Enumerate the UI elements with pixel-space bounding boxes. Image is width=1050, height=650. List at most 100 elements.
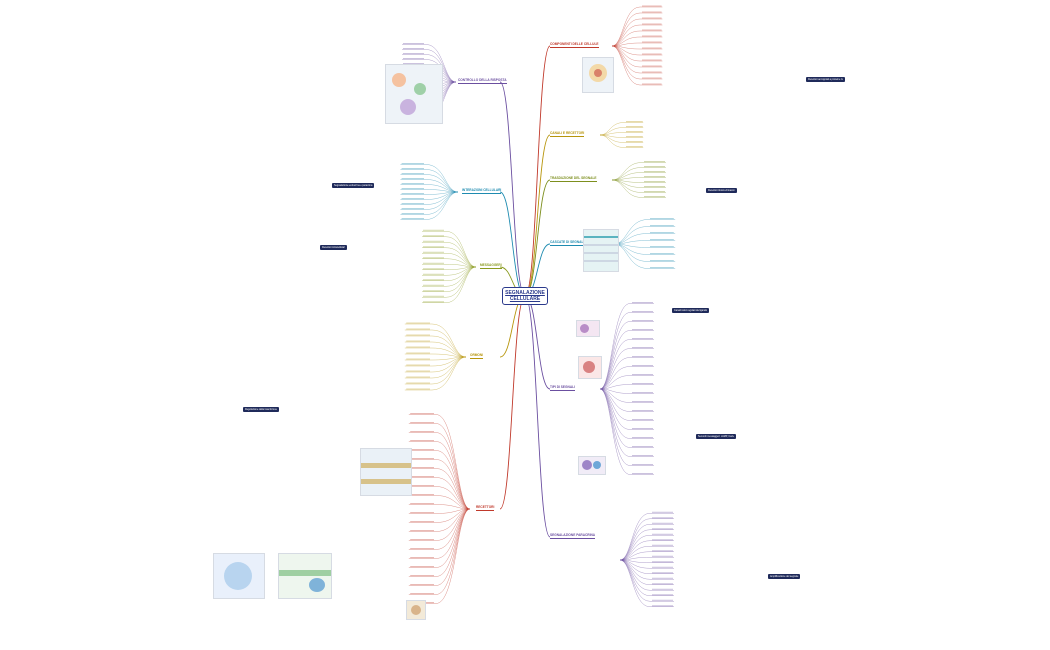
leaf-text-placeholder — [406, 370, 430, 372]
leaf-text-placeholder — [650, 260, 674, 262]
leaf-text-placeholder — [642, 77, 662, 79]
leaf-text-placeholder — [403, 53, 424, 55]
central-topic[interactable]: SEGNALAZIONE CELLULARE — [502, 287, 548, 305]
leaf-text-placeholder — [652, 583, 673, 585]
branch-recettori[interactable]: RECETTORI — [476, 505, 495, 511]
leaf-text-placeholder — [423, 262, 444, 264]
sub-connector — [599, 134, 644, 143]
leaf-text-placeholder — [423, 301, 444, 303]
leaf-text-placeholder — [652, 550, 673, 552]
leaf-text-placeholder — [423, 268, 444, 270]
leaf-text-placeholder — [410, 476, 434, 478]
leaf-text-placeholder — [410, 467, 434, 469]
sub-connector — [611, 179, 666, 183]
leaf-text-placeholder — [642, 59, 662, 61]
leaf-text-placeholder — [642, 41, 662, 43]
sub-connector — [619, 557, 674, 561]
leaf-text-placeholder — [644, 176, 665, 178]
leaf-text-placeholder — [652, 539, 673, 541]
note-endocrine: Segnalazione endocrina e paracrina — [332, 183, 375, 188]
leaf-text-placeholder — [626, 141, 643, 143]
sub-connector — [408, 423, 471, 510]
sub-connector — [404, 329, 467, 358]
sub-connector — [613, 243, 676, 255]
leaf-text-placeholder — [652, 561, 673, 563]
sub-connector — [408, 508, 471, 514]
cell-diagram-image — [582, 57, 614, 93]
branch-componenti[interactable]: COMPONENTI DELLE CELLULE — [550, 42, 599, 48]
connector-11 — [499, 295, 526, 510]
sub-connector — [408, 486, 471, 510]
leaf-text-placeholder — [642, 23, 662, 25]
leaf-text-placeholder — [626, 126, 643, 128]
leaf-text-placeholder — [406, 364, 430, 366]
leaf-text-placeholder — [423, 240, 444, 242]
leaf-text-placeholder — [632, 419, 653, 421]
sub-connector — [404, 341, 467, 358]
leaf-text-placeholder — [632, 383, 653, 385]
sub-connector — [422, 236, 477, 268]
leaf-text-placeholder — [632, 455, 653, 457]
branch-ormoni[interactable]: ORMONI — [470, 353, 484, 359]
branch-trasduzione[interactable]: TRASDUZIONE DEL SEGNALE — [550, 176, 597, 182]
branch-canali-recettori[interactable]: CANALI E RECETTORI — [550, 131, 585, 137]
branch-messaggeri[interactable]: MESSAGGERI — [480, 263, 502, 269]
leaf-text-placeholder — [410, 548, 434, 550]
signal-type-image-3 — [578, 456, 606, 475]
leaf-text-placeholder — [401, 213, 424, 215]
sub-connector — [611, 45, 663, 50]
leaf-text-placeholder — [632, 464, 653, 466]
sub-connector — [611, 179, 666, 198]
leaf-text-placeholder — [410, 449, 434, 451]
leaf-text-placeholder — [642, 29, 662, 31]
branch-controllo[interactable]: CONTROLLO DELLA RISPOSTA — [458, 78, 507, 84]
leaf-text-placeholder — [401, 168, 424, 170]
leaf-text-placeholder — [626, 121, 643, 123]
sub-connector — [611, 18, 663, 47]
leaf-text-placeholder — [410, 440, 434, 442]
branch-paracrina[interactable]: SEGNALAZIONE PARACRINA — [550, 533, 596, 539]
leaf-text-placeholder — [423, 235, 444, 237]
leaf-text-placeholder — [423, 284, 444, 286]
sub-connector — [408, 459, 471, 510]
branch-tipi-segnali[interactable]: TIPI DI SEGNALI — [550, 385, 575, 391]
sub-connector — [404, 356, 467, 361]
leaf-text-placeholder — [406, 340, 430, 342]
sub-connector — [613, 233, 676, 245]
leaf-text-placeholder — [410, 494, 434, 496]
sub-connector — [400, 191, 459, 200]
leaf-text-placeholder — [406, 334, 430, 336]
leaf-text-placeholder — [423, 251, 444, 253]
leaf-text-placeholder — [632, 365, 653, 367]
sub-connector — [599, 388, 654, 448]
leaf-text-placeholder — [632, 347, 653, 349]
leaf-text-placeholder — [642, 65, 662, 67]
leaf-text-placeholder — [401, 198, 424, 200]
branch-cascate[interactable]: CASCATE DI SEGNALE — [550, 240, 586, 246]
note-tyrosine-kinase: Recettori tirosin-chinasici — [706, 188, 737, 193]
leaf-text-placeholder — [410, 584, 434, 586]
connector-6 — [524, 295, 551, 538]
sub-connector — [599, 132, 644, 136]
sub-connector — [619, 551, 674, 561]
connector-1 — [524, 45, 551, 297]
leaf-text-placeholder — [632, 311, 653, 313]
leaf-text-placeholder — [403, 43, 424, 45]
sub-connector — [599, 348, 654, 390]
leaf-text-placeholder — [650, 218, 674, 220]
leaf-text-placeholder — [626, 136, 643, 138]
leaf-text-placeholder — [401, 203, 424, 205]
sub-connector — [611, 167, 666, 181]
branch-interazioni[interactable]: INTERAZIONI CELLULARI — [462, 188, 502, 194]
leaf-text-placeholder — [632, 374, 653, 376]
sub-connector — [599, 330, 654, 390]
sub-connector — [408, 508, 471, 550]
leaf-text-placeholder — [403, 48, 424, 50]
note-transcription: Regolazione della trascrizione — [243, 407, 279, 412]
leaf-text-placeholder — [401, 173, 424, 175]
connector-7 — [499, 81, 526, 297]
leaf-text-placeholder — [410, 521, 434, 523]
leaf-text-placeholder — [632, 437, 653, 439]
sub-connector — [611, 42, 663, 47]
leaf-text-placeholder — [632, 428, 653, 430]
